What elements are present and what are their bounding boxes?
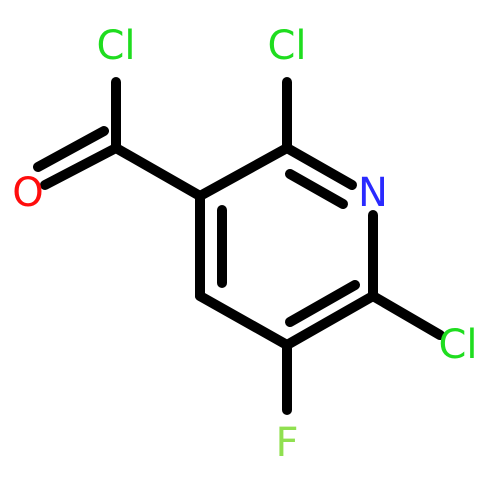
atom-f: F	[275, 420, 298, 466]
bond-c5-c4	[195, 291, 292, 350]
bond-carbonyl-o-1	[40, 143, 121, 190]
bond-c6-c5-1	[282, 291, 378, 350]
bonds	[33, 77, 445, 415]
atom-n: N	[358, 170, 388, 216]
bond-c3-c2	[195, 143, 292, 201]
atom-cl-acyl: Cl	[96, 23, 135, 69]
bond-c6-c5-2	[285, 280, 360, 327]
atom-cl-2: Cl	[267, 23, 306, 69]
atom-cl-6: Cl	[438, 322, 477, 368]
bond-c3-carbonyl	[111, 143, 205, 201]
bond-c6-cl	[368, 291, 445, 340]
bond-carbonyl-o-2	[33, 126, 109, 172]
atom-o: O	[12, 170, 43, 216]
atom-labels: Cl O Cl N Cl F	[12, 23, 477, 466]
bond-c2-n-2	[285, 169, 348, 209]
bond-c2-n-1	[282, 143, 357, 190]
